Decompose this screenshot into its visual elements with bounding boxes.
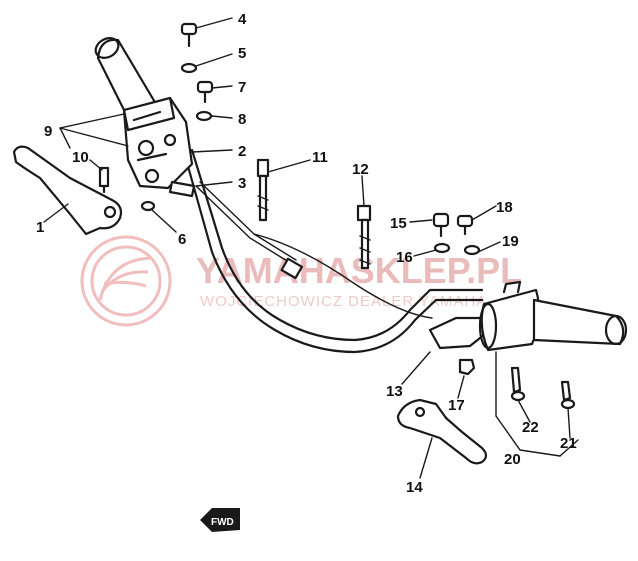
cable-adjuster-3 bbox=[168, 180, 196, 198]
callout-17: 17 bbox=[448, 397, 465, 414]
callout-8: 8 bbox=[238, 111, 246, 128]
nut-17 bbox=[458, 358, 476, 376]
callout-5: 5 bbox=[238, 45, 246, 62]
brake-switch-12 bbox=[356, 204, 372, 270]
yamaha-tuning-fork-icon bbox=[80, 235, 172, 327]
callout-19: 19 bbox=[502, 233, 519, 250]
brake-switch-11 bbox=[256, 158, 270, 222]
callout-3: 3 bbox=[238, 175, 246, 192]
callout-6: 6 bbox=[178, 231, 186, 248]
callout-21: 21 bbox=[560, 435, 577, 452]
screw-7 bbox=[196, 80, 214, 104]
callout-7: 7 bbox=[238, 79, 246, 96]
screw-22 bbox=[510, 366, 526, 402]
callout-2: 2 bbox=[238, 143, 246, 160]
callout-13: 13 bbox=[386, 383, 403, 400]
callout-11: 11 bbox=[312, 149, 328, 166]
callout-15: 15 bbox=[390, 215, 407, 232]
leader-lines bbox=[43, 17, 579, 479]
screw-15 bbox=[432, 212, 450, 238]
callout-12: 12 bbox=[352, 161, 369, 178]
watermark: YAMAHASKLEP.PL WOJCIECHOWICZ DEALER YAMA… bbox=[80, 235, 522, 327]
left-lever bbox=[12, 145, 123, 236]
callout-22: 22 bbox=[522, 419, 539, 436]
callout-1: 1 bbox=[36, 219, 44, 236]
callout-20: 20 bbox=[504, 451, 521, 468]
callout-9: 9 bbox=[44, 123, 52, 140]
callout-4: 4 bbox=[238, 11, 247, 28]
fwd-direction-tag: FWD bbox=[200, 508, 240, 532]
washer-19 bbox=[463, 244, 481, 256]
callout-16: 16 bbox=[396, 249, 413, 266]
washer-16 bbox=[433, 242, 451, 254]
callout-labels: 4 5 7 8 2 3 6 9 10 1 11 12 15 16 18 19 1… bbox=[36, 11, 577, 496]
right-lever bbox=[396, 398, 488, 465]
screw-4 bbox=[180, 22, 198, 48]
right-grip bbox=[532, 298, 628, 346]
left-lever-holder bbox=[122, 96, 194, 190]
callout-18: 18 bbox=[496, 199, 513, 216]
right-lever-holder bbox=[428, 280, 541, 352]
callout-10: 10 bbox=[72, 149, 89, 166]
fwd-label: FWD bbox=[211, 517, 234, 528]
washer-5 bbox=[180, 62, 198, 74]
watermark-subtitle: WOJCIECHOWICZ DEALER YAMAHA bbox=[200, 293, 487, 310]
washer-8 bbox=[195, 110, 213, 122]
screw-21 bbox=[560, 380, 576, 410]
switch-cable bbox=[195, 181, 433, 319]
bolt-10 bbox=[98, 166, 110, 194]
handlebar bbox=[94, 37, 484, 354]
callout-14: 14 bbox=[406, 479, 423, 496]
watermark-brand: YAMAHASKLEP.PL bbox=[196, 250, 522, 291]
washer-6 bbox=[140, 200, 156, 212]
screw-18 bbox=[456, 214, 474, 236]
